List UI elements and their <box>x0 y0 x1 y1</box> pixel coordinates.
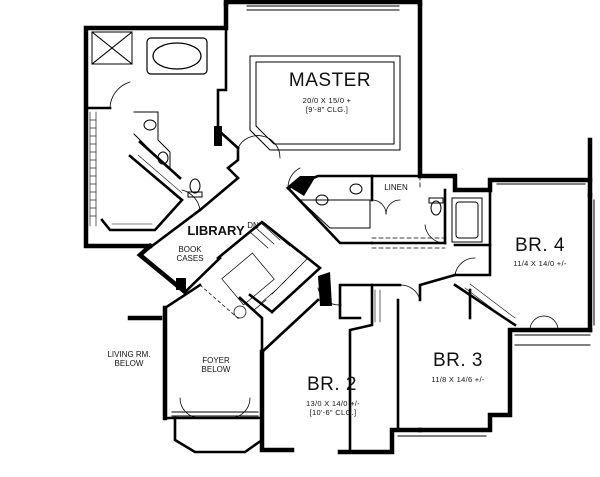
br4-size: 11/4 X 14/0 +/- <box>513 259 567 268</box>
br3-label: BR. 3 <box>418 350 498 372</box>
library-name: LIBRARY <box>187 223 245 238</box>
windows <box>171 5 595 437</box>
br4-dims: 11/4 X 14/0 +/- <box>492 259 588 269</box>
hall-bath-vanity <box>299 183 371 229</box>
br2-size: 13/0 X 14/0 +/- <box>306 399 360 408</box>
vanity <box>133 111 171 170</box>
master-ceiling-outline <box>249 55 401 151</box>
br3-name: BR. 3 <box>432 350 484 371</box>
linen-name: LINEN <box>384 183 408 192</box>
book-cases-label: BOOK CASES <box>168 245 212 263</box>
br2-label: BR. 2 <box>292 374 372 396</box>
br3-dims: 11/8 X 14/6 +/- <box>408 375 508 385</box>
br2-ceiling: [10'-6" CLG.] <box>309 407 357 417</box>
stair-dn: DN <box>247 221 259 230</box>
shower <box>91 31 133 65</box>
foyer-line2: BELOW <box>201 365 231 375</box>
br2-dims: 13/0 X 14/0 +/- [10'-6" CLG.] <box>278 399 388 417</box>
br2-name: BR. 2 <box>306 374 358 395</box>
master-dims: 20/0 X 15/0 + [9'-8" CLG.] <box>262 96 392 114</box>
master-label: MASTER <box>280 70 380 92</box>
br4-label: BR. 4 <box>500 235 580 257</box>
toilet <box>187 178 444 216</box>
stair-dn-label: DN <box>238 221 268 230</box>
solid-chases <box>176 126 332 306</box>
hall-bath-tub <box>451 197 483 243</box>
bathtub <box>146 37 208 75</box>
foyer-label: FOYER BELOW <box>188 356 244 374</box>
book-cases-line1: BOOK <box>178 245 202 254</box>
living-line1: LIVING RM. <box>107 350 151 359</box>
stair-treads <box>199 223 319 321</box>
br4-name: BR. 4 <box>514 235 566 256</box>
master-ceiling: [9'-8" CLG.] <box>305 104 349 114</box>
interior-walls <box>84 26 517 454</box>
dashed-openings <box>371 175 446 249</box>
living-label: LIVING RM. BELOW <box>94 350 164 368</box>
linen-label: LINEN <box>378 183 414 192</box>
master-name: MASTER <box>288 70 372 91</box>
library-label: LIBRARY <box>176 223 256 239</box>
book-cases-line2: CASES <box>176 254 204 264</box>
living-line2: BELOW <box>114 359 144 369</box>
foyer-line1: FOYER <box>202 356 230 365</box>
br3-size: 11/8 X 14/6 +/- <box>431 375 485 384</box>
closet-shelving <box>89 111 516 323</box>
master-size: 20/0 X 15/0 + <box>302 96 352 105</box>
